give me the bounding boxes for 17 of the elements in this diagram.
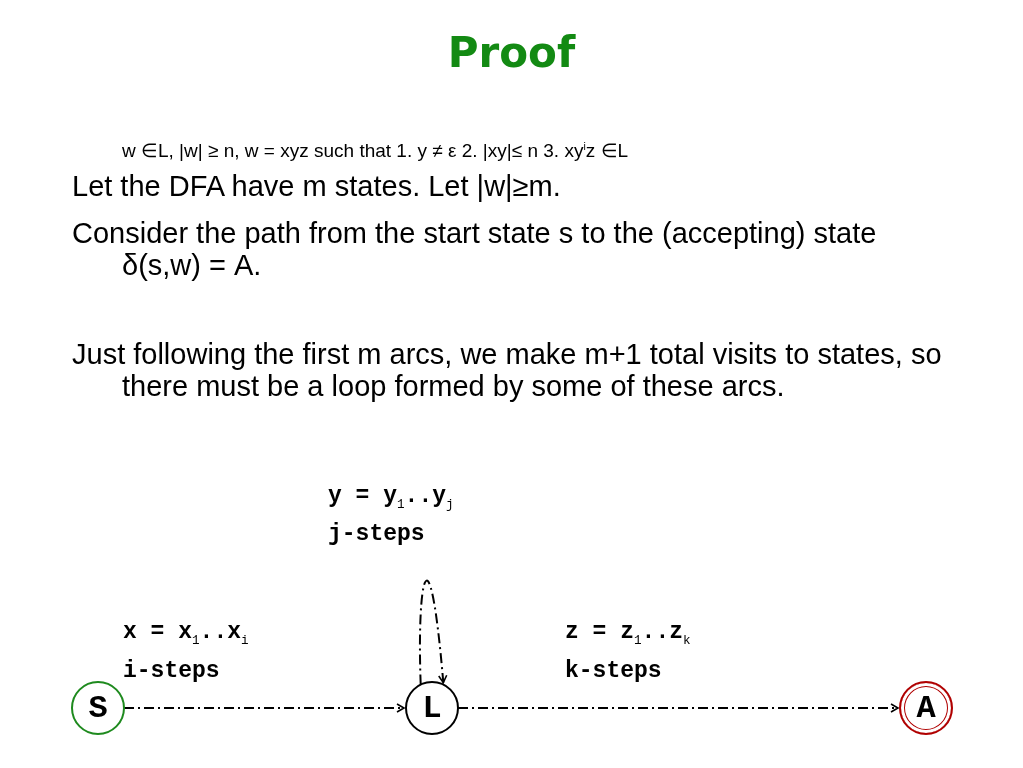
proof-text: Just following the first m arcs, we make m+1 total visits to states, so there must be a loop formed by some of these arcs. [72,338,943,403]
proof-text: Let the DFA have m states. Let |w|≥m. [72,170,562,203]
math-label: x = x$_{1}$..x$_{i}$ [123,620,250,648]
transition-arrow [123,703,405,713]
state-circle: S [71,681,125,735]
slide-title: Proof [446,28,577,77]
proof-text: w ∈L, |w| ≥ n, w = xyz such that 1. y ≠ ε 2. |xy|≤ n 3. xy$^{i}$z ∈L [122,140,630,162]
transition-arrow [457,703,899,713]
proof-text: Consider the path from the start state s to the (accepting) state δ(s,w) = A. [72,217,878,282]
math-label: y = y$_{1}$..y$_{j}$ [328,484,455,512]
math-label: j-steps [328,522,426,548]
math-label: z = z$_{1}$..z$_{k}$ [565,620,692,648]
math-label: i-steps [123,659,221,685]
self-loop-arrow [419,579,448,686]
math-label: k-steps [565,659,663,685]
state-circle: L [405,681,459,735]
accepting-state-circle: A [899,681,953,735]
